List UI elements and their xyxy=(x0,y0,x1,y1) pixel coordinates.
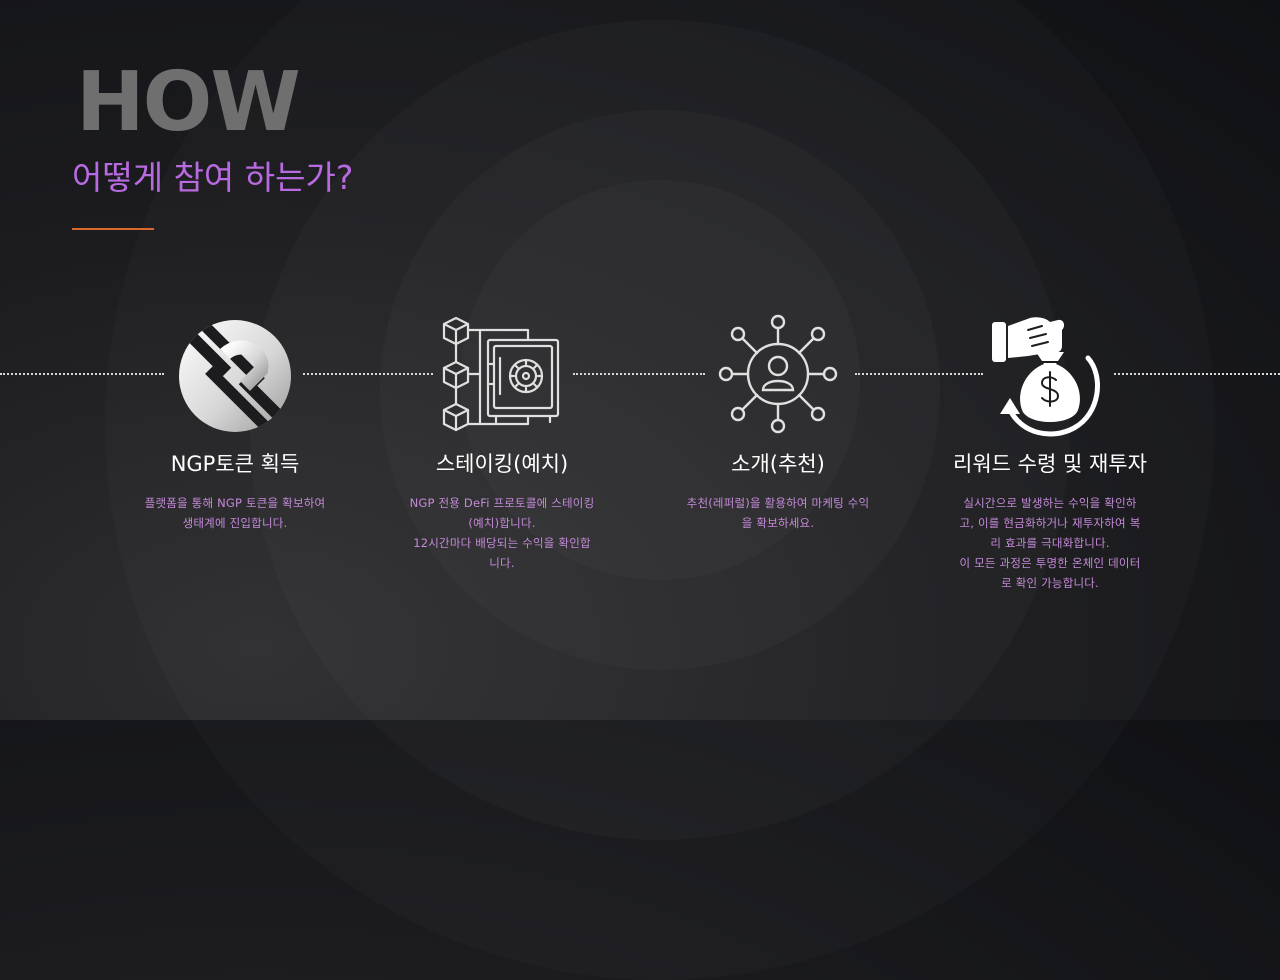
step-description-line: NGP 전용 DeFi 프로토콜에 스테이킹 xyxy=(409,496,595,510)
dotted-connector xyxy=(855,373,983,375)
blockchain-vault-icon xyxy=(432,310,572,450)
step-description: 추천(레퍼럴)을 활용하여 마케팅 수익 을 확보하세요. xyxy=(658,493,898,533)
money-bag-reinvest-icon xyxy=(980,310,1120,450)
step-title: 소개(추천) xyxy=(731,452,825,476)
page-subtitle: 어떻게 참여 하는가? xyxy=(72,158,354,197)
ngp-logo-icon xyxy=(165,310,305,450)
step-title: 리워드 수령 및 재투자 xyxy=(953,452,1147,476)
referral-network-icon xyxy=(708,310,848,450)
step-description-line: 추천(레퍼럴)을 활용하여 마케팅 수익 xyxy=(686,496,870,510)
step-title: 스테이킹(예치) xyxy=(435,452,569,476)
step-description-line: 고, 이를 현금화하거나 재투자하여 복 xyxy=(959,516,1141,530)
dotted-connector xyxy=(573,373,705,375)
step-description-line: 생태계에 진입합니다. xyxy=(182,516,288,530)
step-description-line: (예치)합니다. xyxy=(468,516,536,530)
title-underline xyxy=(72,228,154,230)
step-description-line: 리 효과를 극대화합니다. xyxy=(990,536,1110,550)
background-ring xyxy=(250,20,1070,840)
step-description: 플랫폼을 통해 NGP 토큰을 확보하여 생태계에 진입합니다. xyxy=(115,493,355,533)
dotted-connector xyxy=(0,373,164,375)
step-description: NGP 전용 DeFi 프로토콜에 스테이킹 (예치)합니다. 12시간마다 배… xyxy=(382,493,622,573)
step-description-line: 니다. xyxy=(489,556,515,570)
step-description-line: 플랫폼을 통해 NGP 토큰을 확보하여 xyxy=(144,496,326,510)
page-title: HOW xyxy=(76,55,301,150)
step-description-line: 을 확보하세요. xyxy=(741,516,815,530)
dotted-connector xyxy=(1114,373,1280,375)
step-description: 실시간으로 발생하는 수익을 확인하 고, 이를 현금화하거나 재투자하여 복 … xyxy=(930,493,1170,593)
step-description-line: 실시간으로 발생하는 수익을 확인하 xyxy=(963,496,1137,510)
step-description-line: 12시간마다 배당되는 수익을 확인합 xyxy=(413,536,591,550)
step-description-line: 로 확인 가능합니다. xyxy=(1001,576,1099,590)
step-description-line: 이 모든 과정은 투명한 온체인 데이터 xyxy=(959,556,1141,570)
step-title: NGP토큰 획득 xyxy=(170,452,300,476)
dotted-connector xyxy=(303,373,433,375)
